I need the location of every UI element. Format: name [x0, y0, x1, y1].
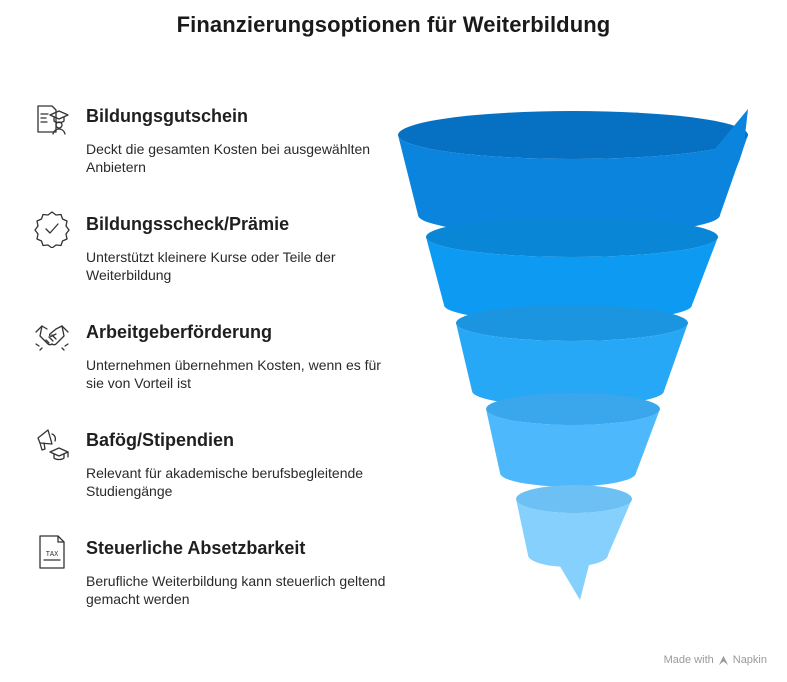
funnel-band-back [516, 485, 632, 513]
funnel-band-back [398, 111, 748, 159]
option-heading: Bildungsgutschein [86, 106, 248, 126]
spiral-funnel [398, 109, 748, 600]
funnel-band [486, 409, 660, 487]
funnel-band-back [456, 305, 688, 341]
funnel-band [456, 323, 688, 407]
voucher-graduate-icon [32, 100, 72, 140]
funnel-band [426, 237, 718, 322]
option-description: Relevant für akademische berufsbegleiten… [86, 465, 364, 499]
verified-badge-icon [32, 208, 72, 248]
page-title: Finanzierungsoptionen für Weiterbildung [176, 12, 611, 37]
funnel-band [398, 135, 748, 236]
footer-brand: Napkin [732, 654, 767, 666]
funnel-band-back [486, 393, 660, 425]
tax-document-icon: TAX [32, 532, 72, 572]
funnel-band [516, 499, 632, 567]
option-heading: Bildungsscheck/Prämie [86, 214, 290, 234]
option-description: Deckt die gesamten Kosten bei ausgewählt… [86, 141, 371, 175]
napkin-logo-icon [718, 655, 728, 665]
option-description: Berufliche Weiterbildung kann steuerlich… [86, 573, 386, 607]
funnel-band-back [426, 217, 718, 257]
footer-watermark: Made with Napkin [664, 654, 767, 666]
handshake-icon [32, 316, 72, 356]
option-description: Unterstützt kleinere Kurse oder Teile de… [86, 249, 336, 283]
tax-label: TAX [46, 551, 59, 559]
megaphone-graduation-icon [32, 424, 72, 464]
footer-prefix: Made with [663, 654, 714, 666]
option-heading: Steuerliche Absetzbarkeit [86, 538, 306, 558]
funnel-top-flick [710, 109, 748, 191]
option-heading: Bafög/Stipendien [86, 430, 234, 450]
option-description: Unternehmen übernehmen Kosten, wenn es f… [86, 357, 381, 391]
funnel-tip [558, 561, 590, 600]
option-heading: Arbeitgeberförderung [86, 322, 273, 342]
